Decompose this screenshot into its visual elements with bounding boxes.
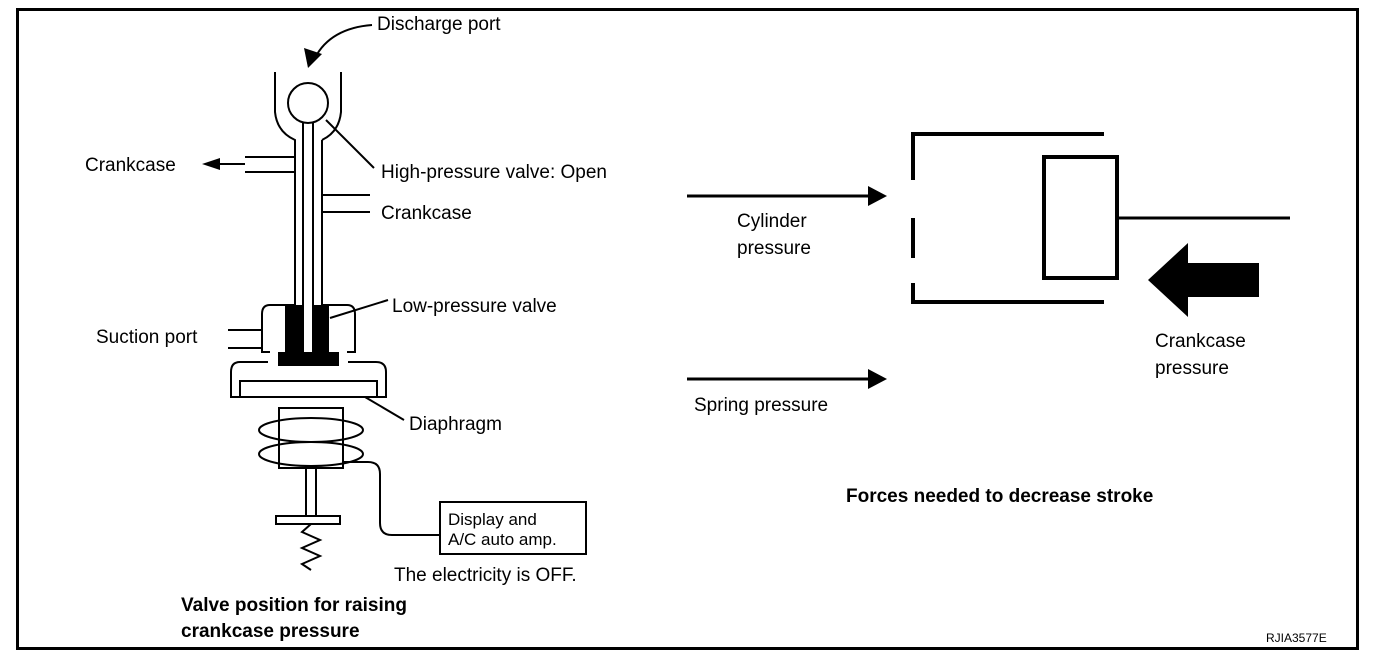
piston: [1042, 155, 1119, 280]
spring-pressure-label: Spring pressure: [694, 395, 829, 416]
figure-id: RJIA3577E: [1266, 631, 1327, 645]
high-pressure-valve-ball: [287, 82, 329, 124]
low-pressure-valve-seat: [278, 352, 339, 366]
diaphragm-label: Diaphragm: [409, 414, 502, 435]
electricity-status-label: The electricity is OFF.: [394, 565, 577, 586]
crankcase-left-arrowhead: [202, 158, 220, 170]
discharge-funnel-left: [274, 72, 296, 160]
cylinder-pressure-label-line1: Cylinder: [737, 211, 807, 232]
forces-caption: Forces needed to decrease stroke: [846, 486, 1154, 507]
suction-port-label: Suction port: [96, 327, 198, 348]
diaphragm-housing: [230, 361, 387, 398]
high-pressure-valve-label: High-pressure valve: Open: [381, 162, 607, 183]
low-pressure-chamber: [261, 304, 295, 353]
diaphragm-plate: [239, 380, 378, 398]
amp-label-line1: Display and: [448, 510, 537, 529]
amp-label-line2: A/C auto amp.: [448, 530, 557, 549]
cylinder-wall: [911, 132, 1104, 304]
valve-caption-line2: crankcase pressure: [181, 621, 360, 642]
discharge-arrowhead: [304, 48, 322, 68]
discharge-funnel-right: [321, 72, 342, 141]
plunger-plate: [275, 515, 341, 525]
discharge-port-label: Discharge port: [377, 14, 501, 35]
amp-box: [439, 501, 587, 555]
wire: [343, 461, 440, 536]
crankcase-pressure-label-line1: Crankcase: [1155, 331, 1246, 352]
crankcase-pressure-label-line2: pressure: [1155, 358, 1229, 379]
cylinder-pressure-label-line2: pressure: [737, 238, 811, 259]
solenoid-core: [278, 407, 344, 469]
low-pressure-valve-label: Low-pressure valve: [392, 296, 557, 317]
valve-caption-line1: Valve position for raising: [181, 595, 407, 616]
crankcase-pressure-arrow: [1148, 243, 1259, 317]
figure-frame: [16, 8, 1359, 650]
crankcase-right-label: Crankcase: [381, 203, 472, 224]
spring-icon: [299, 523, 323, 571]
discharge-port-leader: [314, 24, 373, 59]
crankcase-left-label: Crankcase: [85, 155, 176, 176]
